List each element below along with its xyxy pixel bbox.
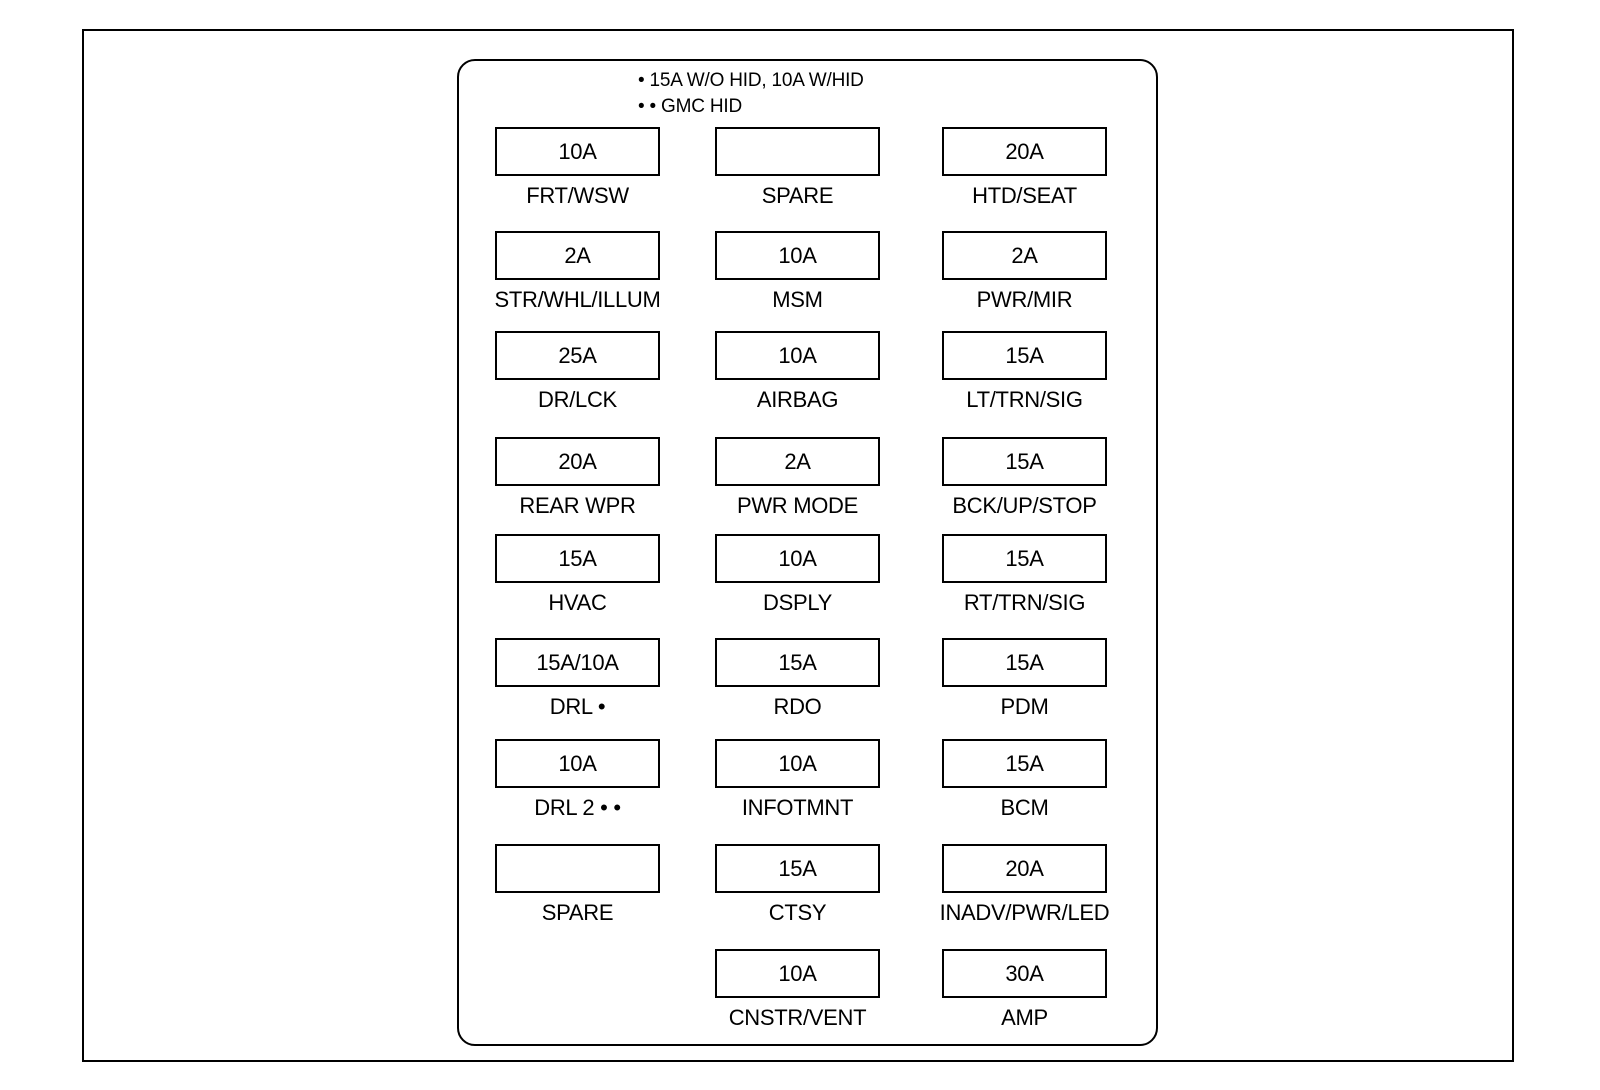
fuse-rating: 10A — [778, 545, 817, 571]
fuse-label: HTD/SEAT — [972, 183, 1077, 208]
fuse-box: 2A — [495, 231, 660, 280]
fuse-rating: 30A — [1005, 960, 1044, 986]
fuse-rating: 25A — [558, 342, 597, 368]
fuse-rating: 20A — [558, 448, 597, 474]
fuse-box: 20A — [942, 844, 1107, 893]
fuse-box: 15A — [942, 331, 1107, 380]
fuse-label: CNSTR/VENT — [728, 1005, 867, 1030]
fuse-rating: 15A — [1005, 750, 1044, 776]
fuse-label: DRL • — [549, 694, 606, 719]
fuse-box: 10A — [715, 739, 880, 788]
fuse-label: RDO — [773, 694, 822, 719]
fuse-rating: 10A — [558, 138, 597, 164]
fuse-box: 10A — [715, 331, 880, 380]
fuse-label: LT/TRN/SIG — [966, 387, 1083, 412]
fuse-label: PWR/MIR — [976, 287, 1073, 312]
fuse-label: PWR MODE — [736, 493, 859, 518]
fuse-box: 15A — [942, 638, 1107, 687]
fuse-label: BCK/UP/STOP — [952, 493, 1097, 518]
fuse-box: 2A — [715, 437, 880, 486]
fuse-rating: 15A — [558, 545, 597, 571]
fuse-box: 20A — [495, 437, 660, 486]
fuse-label: INFOTMNT — [741, 795, 854, 820]
fuse-box: 15A/10A — [495, 638, 660, 687]
fuse-box: 15A — [942, 534, 1107, 583]
fuse-rating: 15A — [1005, 649, 1044, 675]
fuse-rating: 15A — [1005, 342, 1044, 368]
fuse-rating: 10A — [778, 750, 817, 776]
fuse-label: DR/LCK — [538, 387, 617, 412]
fuse-box: 15A — [715, 844, 880, 893]
fuse-label: REAR WPR — [519, 493, 636, 518]
fuse-box: 10A — [715, 534, 880, 583]
fuse-box: 2A — [942, 231, 1107, 280]
fuse-label: MSM — [772, 287, 823, 312]
legend-note-double-dot: • • GMC HID — [638, 96, 742, 117]
fuse-rating: 10A — [778, 242, 817, 268]
fuse-label: DRL 2 • • — [534, 795, 621, 820]
fuse-box: 15A — [942, 739, 1107, 788]
fuse-label: CTSY — [768, 900, 827, 925]
fuse-label: AMP — [1001, 1005, 1048, 1030]
fuse-box: 10A — [715, 231, 880, 280]
fuse-box: 10A — [495, 739, 660, 788]
fuse-box: 25A — [495, 331, 660, 380]
fuse-label: SPARE — [761, 183, 834, 208]
fuse-box: 20A — [942, 127, 1107, 176]
fuse-panel — [457, 59, 1158, 1046]
fuse-label: DSPLY — [762, 590, 832, 615]
fuse-box: 15A — [715, 638, 880, 687]
fuse-box: 15A — [942, 437, 1107, 486]
fuse-rating: 10A — [778, 342, 817, 368]
fuse-label: BCM — [1000, 795, 1049, 820]
fuse-rating: 10A — [778, 960, 817, 986]
fuse-rating: 10A — [558, 750, 597, 776]
fuse-box: 10A — [715, 949, 880, 998]
fuse-label: INADV/PWR/LED — [939, 900, 1110, 925]
fuse-box: 15A — [495, 534, 660, 583]
fuse-rating: 20A — [1005, 855, 1044, 881]
fuse-rating: 15A — [778, 855, 817, 881]
fuse-label: HVAC — [548, 590, 607, 615]
fuse-label: FRT/WSW — [526, 183, 629, 208]
fuse-box — [715, 127, 880, 176]
fuse-label: PDM — [1000, 694, 1049, 719]
fuse-rating: 2A — [784, 448, 811, 474]
fuse-box: 30A — [942, 949, 1107, 998]
fuse-rating: 2A — [1011, 242, 1038, 268]
fuse-box: 10A — [495, 127, 660, 176]
fuse-label: SPARE — [541, 900, 614, 925]
fuse-rating: 15A/10A — [536, 649, 619, 675]
diagram-frame — [82, 29, 1514, 1062]
fuse-rating: 15A — [778, 649, 817, 675]
fuse-rating: 20A — [1005, 138, 1044, 164]
fuse-rating: 15A — [1005, 448, 1044, 474]
fuse-label: RT/TRN/SIG — [963, 590, 1086, 615]
legend-note-single-dot: • 15A W/O HID, 10A W/HID — [638, 70, 864, 91]
fuse-label: STR/WHL/ILLUM — [494, 287, 661, 312]
fuse-label: AIRBAG — [756, 387, 839, 412]
fuse-rating: 15A — [1005, 545, 1044, 571]
fuse-box — [495, 844, 660, 893]
fuse-rating: 2A — [564, 242, 591, 268]
